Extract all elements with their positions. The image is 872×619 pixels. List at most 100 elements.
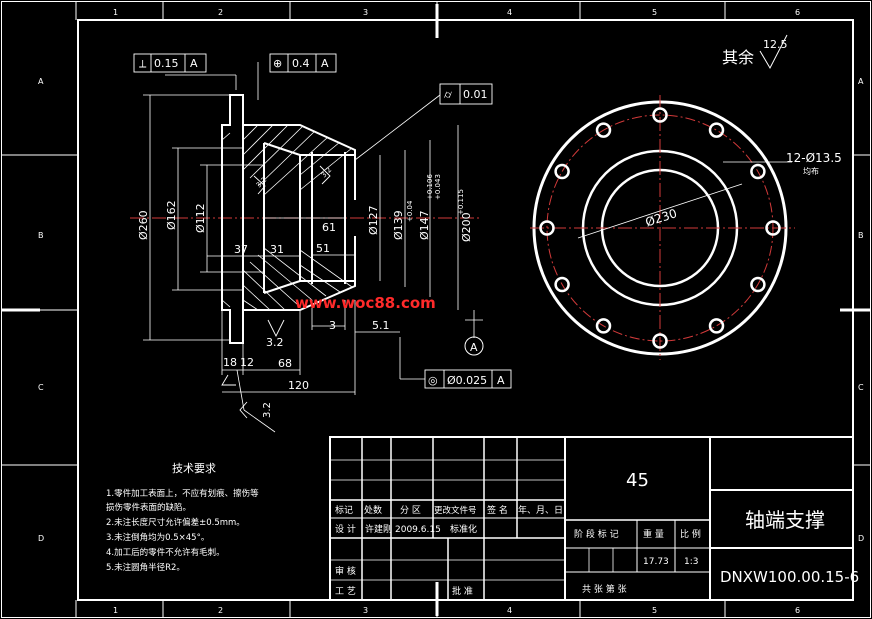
roughness-general-symbol — [759, 34, 788, 70]
material-value: 45 — [626, 470, 649, 491]
fcf-pos-value: 0.4 — [292, 57, 310, 70]
dim-12: 12 — [240, 356, 254, 369]
row-label-d-right: D — [858, 534, 864, 543]
col-label-1a: 1 — [113, 8, 118, 17]
bolt-hole — [595, 122, 612, 138]
header-signature: 签 名 — [487, 504, 508, 516]
row-label-a-right: A — [858, 77, 864, 86]
section-hatching — [221, 124, 353, 311]
col-label-5b: 5 — [652, 606, 657, 615]
col-label-3a: 3 — [363, 8, 368, 17]
roughness-symbols — [221, 165, 331, 419]
row-label-d-left: D — [38, 534, 44, 543]
dim-d200: Ø200 — [460, 212, 473, 242]
datum-a-label: A — [470, 341, 478, 354]
row-label-b-right: B — [858, 231, 864, 240]
fcf-perp-symbol: ⟂ — [139, 57, 147, 70]
tech-note-5: 5.未注圆角半径R2。 — [106, 562, 185, 573]
tech-note-1: 1.零件加工表面上，不应有划痕、擦伤等 — [106, 488, 259, 499]
end-view: Ø230 12-Ø13.5 均布 其余 12.5 — [530, 34, 842, 360]
dim-120: 120 — [288, 379, 309, 392]
dim-18: 18 — [223, 356, 237, 369]
weight-label: 重 量 — [643, 528, 664, 540]
fcf-cyl-symbol: ⌭ — [444, 88, 452, 101]
tech-note-2: 2.未注长度尺寸允许偏差±0.5mm。 — [106, 517, 245, 528]
dim-d139-tol: +0.04 — [406, 200, 414, 222]
roughness-label: 其余 — [722, 48, 754, 67]
review-label: 审 核 — [335, 565, 356, 577]
fcf-pos-symbol: ⊕ — [273, 57, 282, 70]
header-count: 处数 — [364, 504, 382, 516]
design-date: 2009.6.15 — [395, 525, 441, 535]
fcf-cyl-value: 0.01 — [463, 88, 488, 101]
col-label-1b: 1 — [113, 606, 118, 615]
dim-d147: Ø147 — [418, 210, 431, 240]
weight-value: 17.73 — [643, 557, 669, 567]
tech-note-1b: 损伤零件表面的缺陷。 — [106, 502, 191, 513]
bolt-hole — [652, 333, 668, 349]
d230-dim-line — [577, 183, 743, 239]
dim-d127: Ø127 — [367, 205, 380, 235]
dim-61: 61 — [322, 221, 336, 234]
dim-5-1: 5.1 — [372, 319, 390, 332]
fcf-coaxiality — [424, 369, 512, 389]
dim-3: 3 — [329, 319, 336, 332]
header-date: 年、月、日 — [518, 504, 563, 516]
fcf-coax-value: Ø0.025 — [447, 374, 487, 387]
holes-note: 均布 — [803, 166, 819, 176]
tech-notes-title: 技术要求 — [172, 462, 216, 475]
design-label: 设 计 — [335, 523, 356, 535]
fcf-perpendicularity — [133, 53, 207, 73]
bolt-hole — [750, 163, 766, 180]
dim-51: 51 — [316, 242, 330, 255]
row-label-c-right: C — [858, 383, 864, 392]
fcf-pos-datum: A — [321, 57, 329, 70]
bolt-hole — [554, 163, 570, 180]
dim-d147-tol-upper: +0.106 — [426, 174, 434, 200]
section-view: Ø260 Ø162 Ø112 37 31 61 51 Ø127 Ø139 Ø14… — [130, 53, 512, 433]
scale-label: 比 例 — [680, 528, 701, 540]
col-label-4b: 4 — [507, 606, 512, 615]
bolt-hole — [708, 318, 725, 334]
bolt-hole — [539, 220, 555, 236]
watermark-text: www.woc88.com — [295, 294, 436, 312]
standard-label: 标准化 — [450, 523, 477, 535]
drawing-number: DNXW100.00.15-6 — [720, 568, 859, 586]
bolt-hole — [652, 107, 668, 123]
col-label-2a: 2 — [218, 8, 223, 17]
dim-d139: Ø139 — [392, 210, 405, 240]
dim-31: 31 — [270, 243, 284, 256]
part-name: 轴端支撑 — [745, 508, 825, 532]
col-label-5a: 5 — [652, 8, 657, 17]
bolt-holes — [539, 107, 781, 349]
bolt-hole — [750, 276, 766, 293]
fcf-perp-datum: A — [190, 57, 198, 70]
row-label-a-left: A — [38, 77, 44, 86]
fcf-cylindricity — [439, 83, 493, 105]
fcf-perp-value: 0.15 — [154, 57, 179, 70]
dim-d112: Ø112 — [194, 203, 207, 233]
bolt-hole — [708, 122, 725, 138]
bolt-hole — [595, 318, 612, 334]
col-label-4a: 4 — [507, 8, 512, 17]
col-label-6a: 6 — [795, 8, 800, 17]
col-label-6b: 6 — [795, 606, 800, 615]
header-mark: 标记 — [335, 504, 353, 516]
roughness-value: 12.5 — [763, 38, 788, 51]
dimension-lines — [143, 62, 483, 433]
holes-callout: 12-Ø13.5 — [786, 151, 842, 165]
fcf-coax-datum: A — [497, 374, 505, 387]
bolt-hole — [554, 276, 570, 293]
col-label-3b: 3 — [363, 606, 368, 615]
row-label-c-left: C — [38, 383, 44, 392]
title-block — [329, 436, 854, 601]
bolt-hole — [765, 220, 781, 236]
dim-d147-tol-lower: +0.043 — [434, 174, 442, 200]
col-label-2b: 2 — [218, 606, 223, 615]
tech-note-4: 4.加工后的零件不允许有毛刺。 — [106, 547, 225, 558]
fcf-coax-symbol: ◎ — [428, 374, 438, 387]
tech-notes: 技术要求 1.零件加工表面上，不应有划痕、擦伤等 损伤零件表面的缺陷。 2.未注… — [106, 462, 259, 573]
fcf-position — [269, 53, 337, 73]
dim-d230: Ø230 — [644, 206, 679, 229]
